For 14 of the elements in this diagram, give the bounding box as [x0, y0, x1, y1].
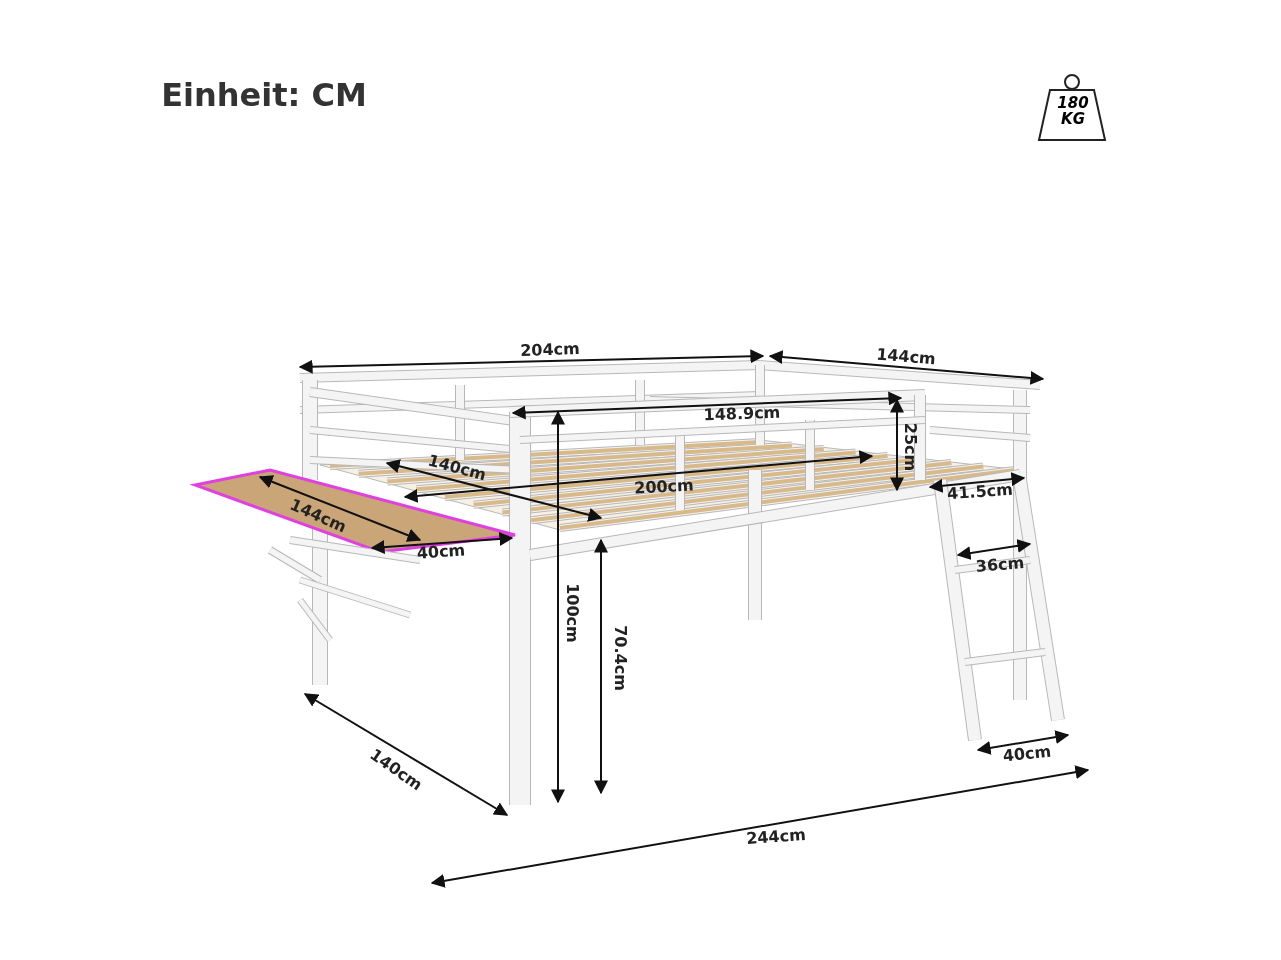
dimension-label: 148.9cm — [703, 404, 781, 424]
dimension-label: 244cm — [745, 826, 807, 848]
dimension-label: 144cm — [875, 346, 937, 368]
unit-note: Einheit: CM — [161, 79, 367, 111]
dimension-label: 36cm — [975, 554, 1025, 576]
dimension-label: 40cm — [1002, 743, 1052, 765]
dimension-label: 70.4cm — [612, 625, 628, 691]
dimension-label: 200cm — [633, 477, 695, 497]
dimension-label: 204cm — [519, 340, 581, 360]
dimension-label: 41.5cm — [946, 481, 1014, 503]
dimension-label: 140cm — [426, 452, 488, 484]
dimension-label: 25cm — [902, 422, 918, 472]
dimension-label: 40cm — [416, 542, 466, 562]
dimension-label: 100cm — [564, 583, 580, 643]
